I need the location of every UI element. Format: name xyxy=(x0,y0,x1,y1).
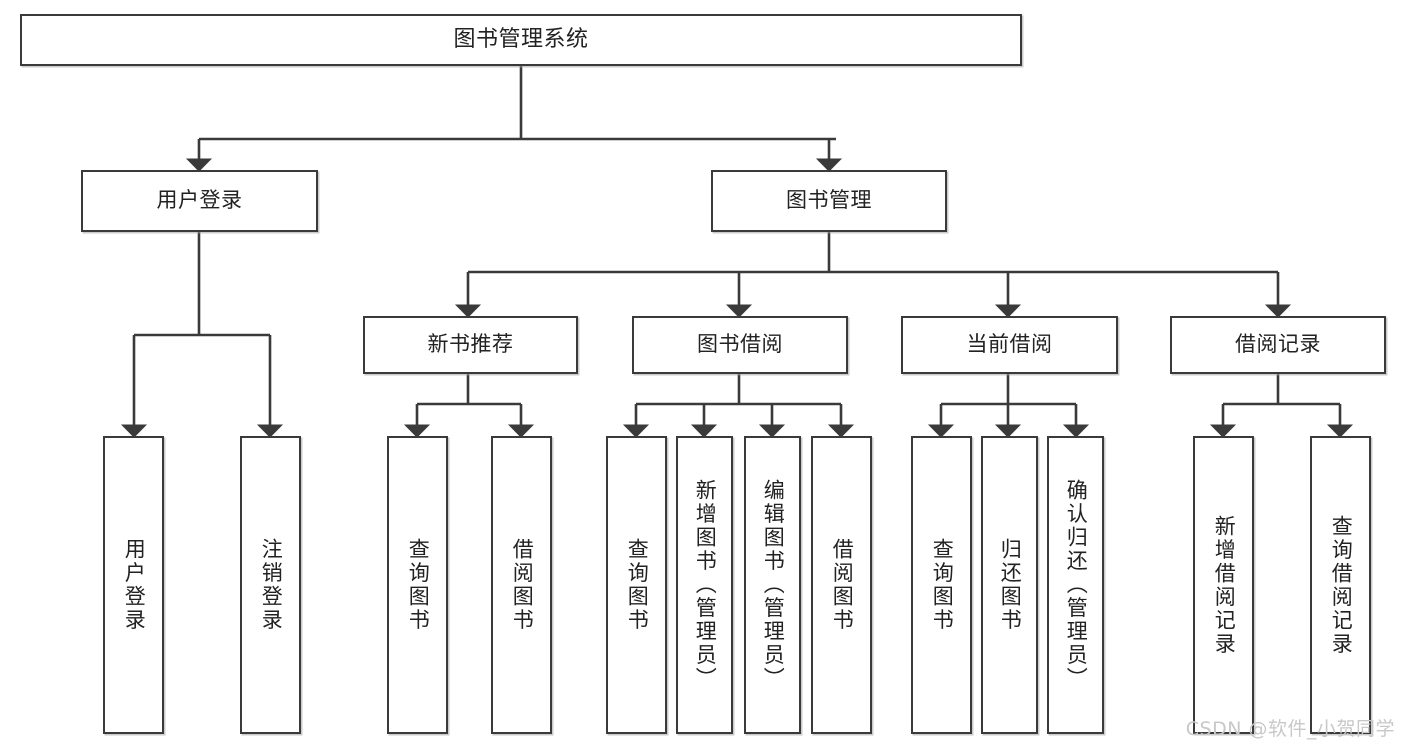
leaf-book-borrow-query-book[interactable]: 查询图书 xyxy=(606,436,667,734)
node-label: 注销登录 xyxy=(259,538,284,632)
leaf-book-borrow-add-book-admin[interactable]: 新增图书（管理员） xyxy=(676,436,733,734)
leaf-new-book-query-book[interactable]: 查询图书 xyxy=(387,436,448,734)
leaf-book-borrow-borrow-book[interactable]: 借阅图书 xyxy=(811,436,872,734)
node-label: 用户登录 xyxy=(156,188,243,213)
node-label: 图书借阅 xyxy=(697,332,783,357)
node-label: 新书推荐 xyxy=(427,332,514,357)
leaf-borrow-record-add-record[interactable]: 新增借阅记录 xyxy=(1193,436,1254,734)
node-label: 编辑图书（管理员） xyxy=(761,479,786,691)
node-label: 查询图书 xyxy=(406,538,431,632)
node-label: 图书管理 xyxy=(786,188,872,213)
node-label: 查询图书 xyxy=(625,538,650,632)
node-book-management[interactable]: 图书管理 xyxy=(711,170,947,232)
node-label: 查询借阅记录 xyxy=(1329,514,1354,656)
node-root-book-management-system[interactable]: 图书管理系统 xyxy=(20,14,1022,66)
node-borrowing-record[interactable]: 借阅记录 xyxy=(1170,316,1386,374)
node-new-book-recommendation[interactable]: 新书推荐 xyxy=(363,316,578,374)
leaf-current-borrow-query-book[interactable]: 查询图书 xyxy=(911,436,972,734)
leaf-borrow-record-query-record[interactable]: 查询借阅记录 xyxy=(1310,436,1371,734)
node-book-borrowing[interactable]: 图书借阅 xyxy=(632,316,848,374)
leaf-current-borrow-return-book[interactable]: 归还图书 xyxy=(981,436,1038,734)
node-user-login[interactable]: 用户登录 xyxy=(81,170,318,232)
leaf-user-login-login[interactable]: 用户登录 xyxy=(103,436,164,734)
node-label: 当前借阅 xyxy=(966,332,1053,357)
leaf-current-borrow-confirm-return-admin[interactable]: 确认归还（管理员） xyxy=(1047,436,1104,734)
node-current-borrowing[interactable]: 当前借阅 xyxy=(901,316,1118,374)
node-label: 查询图书 xyxy=(930,538,955,632)
node-label: 确认归还（管理员） xyxy=(1064,479,1089,691)
leaf-book-borrow-edit-book-admin[interactable]: 编辑图书（管理员） xyxy=(744,436,801,734)
node-label: 图书管理系统 xyxy=(453,26,589,52)
node-label: 借阅记录 xyxy=(1235,332,1321,357)
leaf-new-book-borrow-book[interactable]: 借阅图书 xyxy=(491,436,552,734)
leaf-user-login-logout[interactable]: 注销登录 xyxy=(240,436,301,734)
node-label: 新增借阅记录 xyxy=(1212,514,1237,656)
node-label: 借阅图书 xyxy=(830,538,855,632)
node-label: 借阅图书 xyxy=(510,538,535,632)
node-label: 新增图书（管理员） xyxy=(693,479,718,691)
node-label: 归还图书 xyxy=(998,538,1023,632)
node-label: 用户登录 xyxy=(122,538,147,632)
